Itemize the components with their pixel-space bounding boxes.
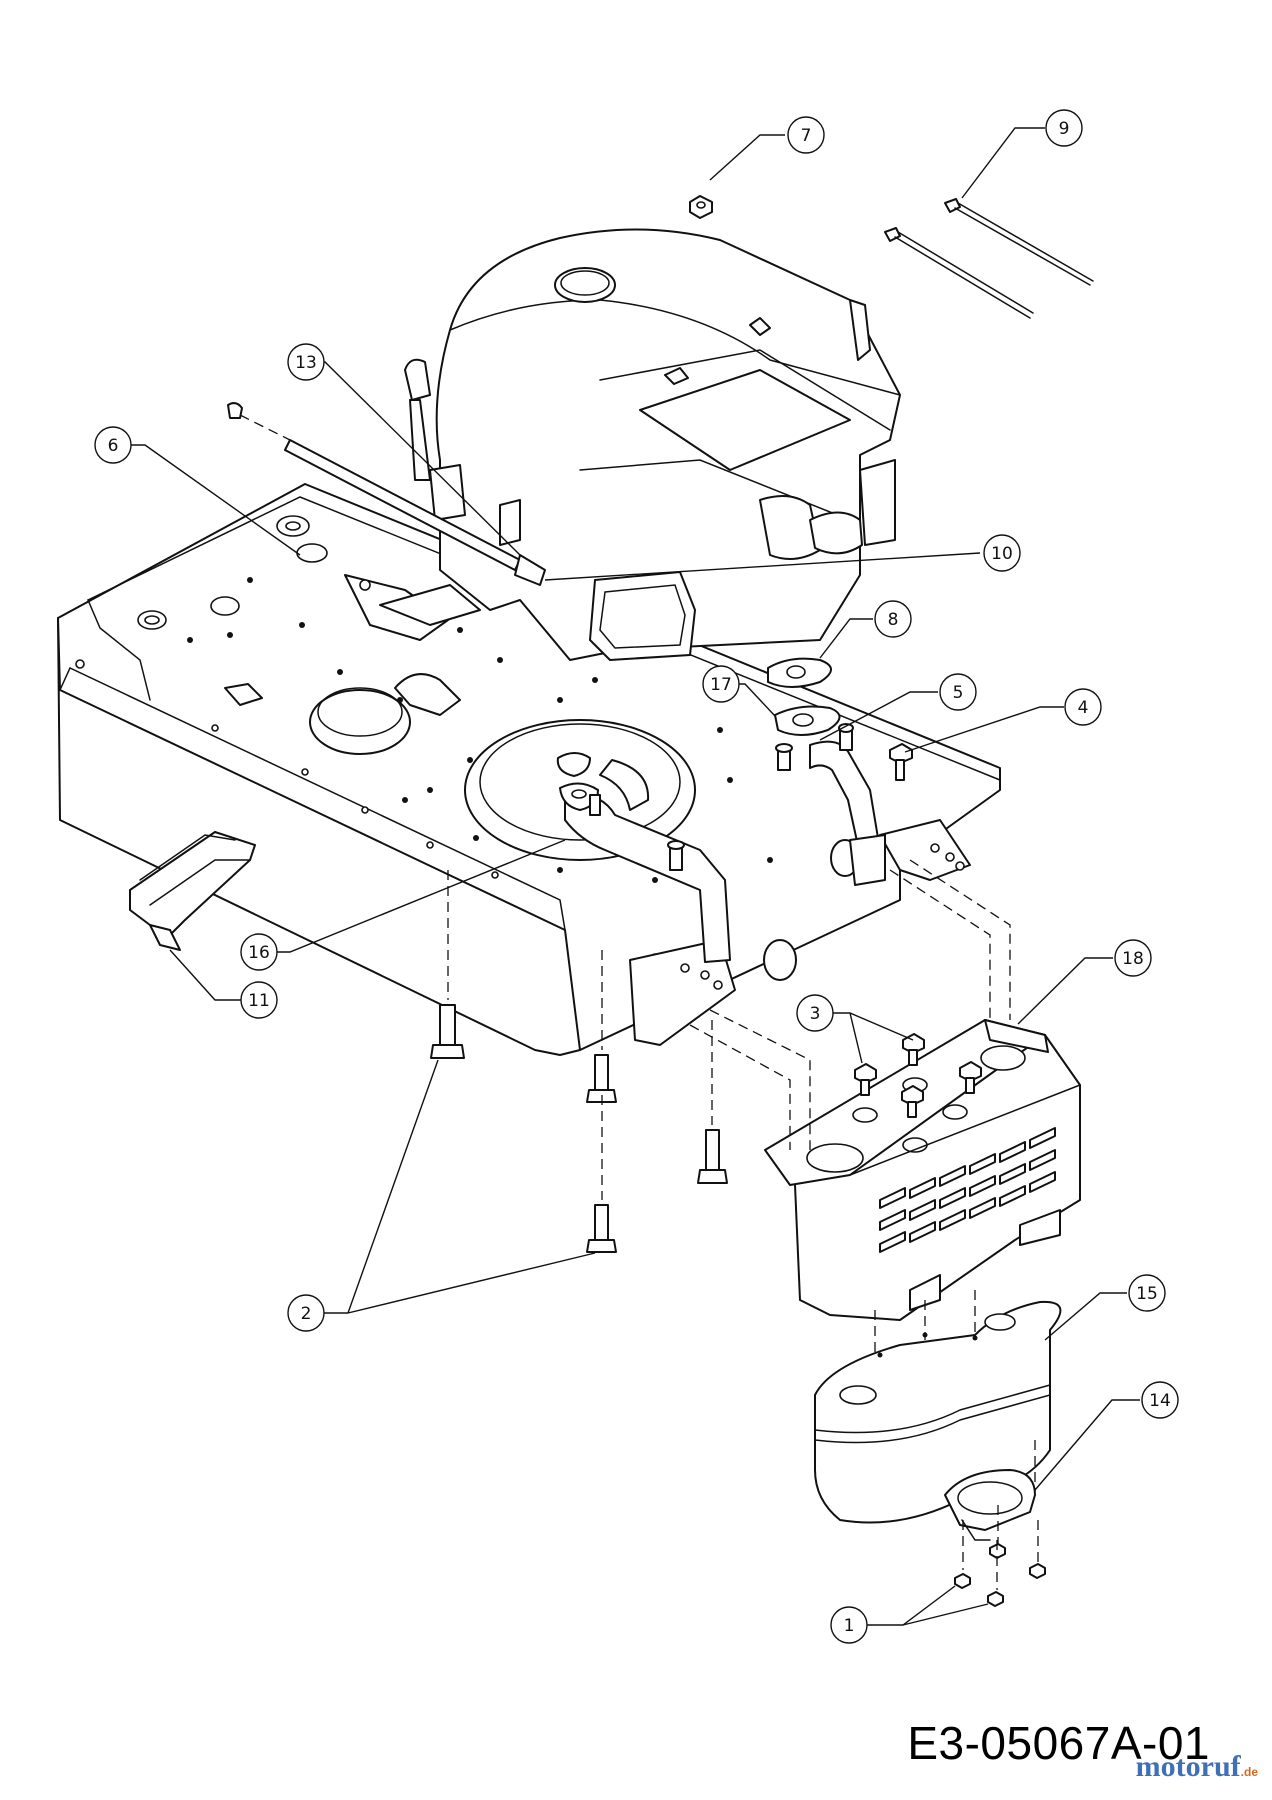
callout-label: 10	[991, 544, 1013, 564]
muffler-heat-shield	[764, 1019, 1081, 1321]
callout-label: 14	[1149, 1391, 1171, 1411]
callout-label: 18	[1122, 949, 1144, 969]
watermark-logo: motoruf.de	[1136, 1750, 1258, 1784]
frame-bolt-a	[430, 1004, 465, 1059]
callout-8: 8	[874, 600, 912, 638]
watermark-suffix: .de	[1240, 1765, 1258, 1779]
callout-label: 11	[248, 991, 270, 1011]
callout-label: 16	[248, 943, 270, 963]
callout-label: 6	[108, 436, 119, 456]
callout-label: 2	[301, 1304, 312, 1324]
callout-label: 17	[710, 675, 732, 695]
muffler	[814, 1300, 1062, 1524]
shield-bolts	[854, 1033, 982, 1118]
callout-11: 11	[240, 981, 278, 1019]
callout-7: 7	[787, 116, 825, 154]
heat-shield-bracket	[129, 831, 256, 951]
exhaust-gasket-2	[774, 705, 841, 736]
exhaust-pipe-right	[809, 740, 886, 886]
callout-label: 3	[810, 1004, 821, 1024]
assembly-lines	[447, 859, 1039, 1590]
callout-14: 14	[1141, 1381, 1179, 1419]
callout-3: 3	[796, 994, 834, 1032]
flange-bolt-4	[889, 743, 913, 781]
callout-15: 15	[1128, 1274, 1166, 1312]
callout-label: 5	[953, 683, 964, 703]
callout-6: 6	[94, 426, 132, 464]
cable-assembly	[227, 402, 546, 626]
frame-bolt-c	[586, 1204, 617, 1253]
callout-9: 9	[1045, 109, 1083, 147]
callout-17: 17	[702, 665, 740, 703]
callout-10: 10	[983, 534, 1021, 572]
stud-bolts	[589, 723, 854, 871]
callout-label: 1	[844, 1616, 855, 1636]
callout-label: 4	[1078, 698, 1089, 718]
callout-18: 18	[1114, 939, 1152, 977]
engine-assembly	[404, 228, 901, 661]
callout-1: 1	[830, 1606, 868, 1644]
callout-4: 4	[1064, 688, 1102, 726]
callout-13: 13	[287, 343, 325, 381]
callout-16: 16	[240, 933, 278, 971]
flange-nut	[689, 195, 713, 219]
callout-label: 8	[888, 610, 899, 630]
exhaust-gasket	[767, 657, 832, 688]
callout-label: 7	[801, 126, 812, 146]
callout-5: 5	[939, 673, 977, 711]
cable-ties	[884, 198, 1094, 319]
callout-2: 2	[287, 1294, 325, 1332]
callout-label: 13	[295, 353, 317, 373]
callout-label: 15	[1136, 1284, 1158, 1304]
drawing-number: E3-05067A-01	[907, 1717, 1210, 1769]
frame-bolt-b	[586, 1054, 617, 1103]
shield-slots	[879, 1127, 1061, 1311]
frame-bolt-d	[697, 1129, 728, 1184]
deflector-screws	[954, 1543, 1046, 1607]
callout-label: 9	[1059, 119, 1070, 139]
exhaust-deflector	[944, 1469, 1036, 1541]
watermark-brand: motoruf	[1135, 1750, 1241, 1783]
